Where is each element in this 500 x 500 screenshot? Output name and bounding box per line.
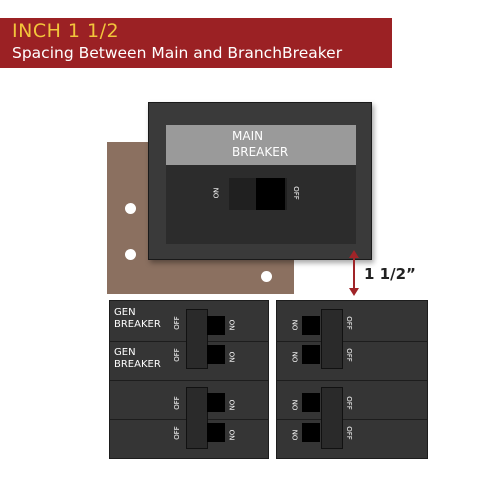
gen-breaker-label: GEN BREAKER [114,307,161,330]
plate-hole [125,249,136,260]
switch-on-label: ON [227,399,236,411]
switch-on-label: ON [291,319,300,331]
switch-off-label: OFF [344,396,353,410]
switch-on-label: ON [227,351,236,363]
switch-on-label: ON [291,429,300,441]
switch-off-label: OFF [344,426,353,440]
switch-off-label: OFF [172,426,181,440]
branch-breaker-handle[interactable] [186,387,208,449]
branch-toggle[interactable] [207,316,225,335]
measurement-label: 1 1/2” [364,265,416,283]
branch-breaker [276,380,428,420]
branch-breaker [276,300,428,342]
switch-on-label: ON [291,351,300,363]
plate-hole [261,271,272,282]
gen-breaker-label: GEN BREAKER [114,347,161,370]
switch-on-label: ON [227,429,236,441]
branch-breaker [276,341,428,381]
banner-subtitle: Spacing Between Main and BranchBreaker [12,44,343,62]
switch-off-label: OFF [344,316,353,330]
branch-toggle[interactable] [207,423,225,442]
banner-title: INCH 1 1/2 [12,20,120,42]
switch-off-label: OFF [172,396,181,410]
main-breaker-toggle[interactable] [256,178,285,210]
branch-toggle[interactable] [207,345,225,364]
title-banner: INCH 1 1/2 Spacing Between Main and Bran… [0,18,392,68]
switch-off-label: OFF [344,348,353,362]
main-off-label: OFF [291,186,300,200]
measurement-arrow [349,250,359,296]
branch-breaker-handle[interactable] [321,387,343,449]
switch-off-label: OFF [172,316,181,330]
branch-toggle[interactable] [302,393,320,412]
gen-breaker-handle[interactable] [186,309,208,369]
switch-on-label: ON [291,399,300,411]
branch-toggle[interactable] [302,423,320,442]
main-breaker-label: MAIN BREAKER [232,129,289,159]
branch-toggle[interactable] [302,345,320,364]
branch-breaker-handle[interactable] [321,309,343,369]
main-on-label: ON [212,187,221,199]
branch-toggle[interactable] [302,316,320,335]
plate-hole [125,203,136,214]
switch-off-label: OFF [172,348,181,362]
switch-on-label: ON [227,319,236,331]
branch-toggle[interactable] [207,393,225,412]
branch-breaker [276,419,428,459]
main-breaker-label-panel [166,125,356,165]
